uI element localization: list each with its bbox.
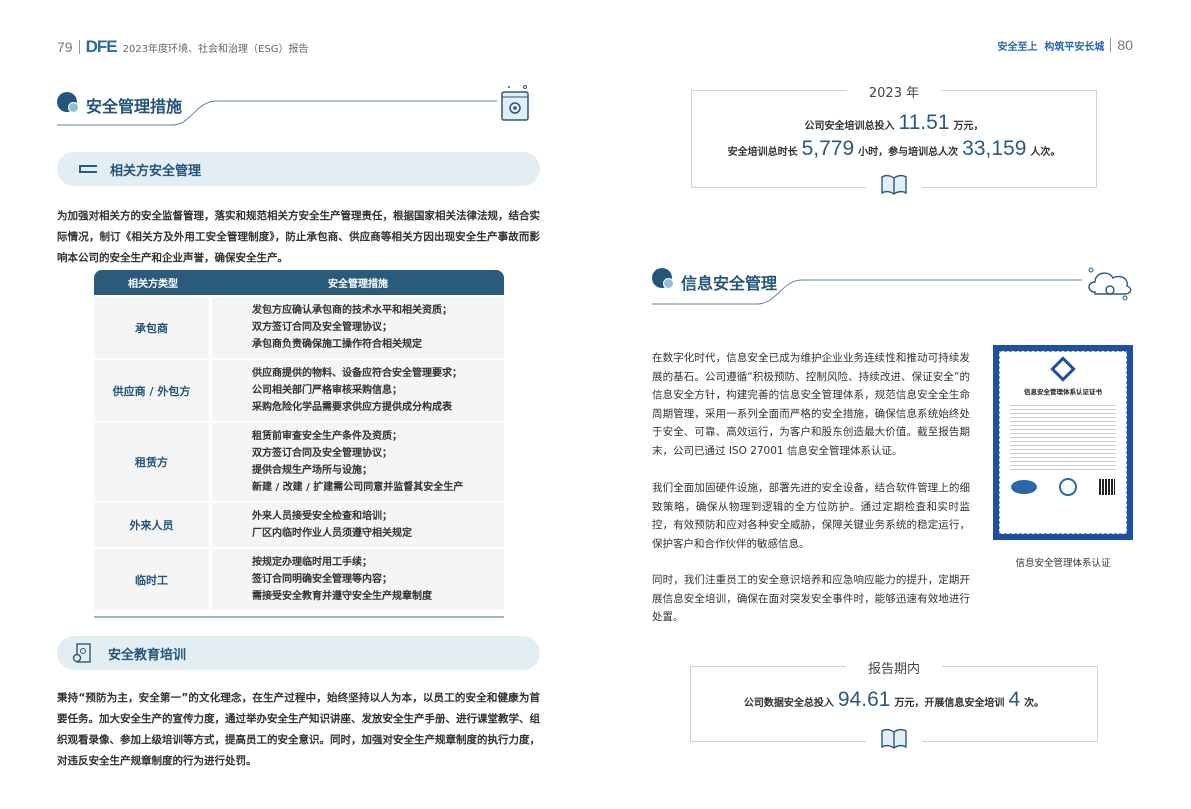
measure-item: 双方签订合同及安全管理协议；: [252, 448, 392, 459]
stat-label: 公司数据安全总投入: [743, 698, 834, 709]
subsection-header-training: 安全教育培训: [57, 636, 540, 670]
iaf-logo: [1011, 480, 1037, 494]
measure-item: 外来人员接受安全检查和培训；: [252, 511, 392, 522]
measure-item: 新建 / 改建 / 扩建需公司同意并监督其安全生产: [252, 482, 464, 493]
infosec-paragraph-1: 在数字化时代，信息安全已成为维护企业业务连续性和推动可持续发展的基石。公司遵循“…: [652, 352, 970, 457]
box-label: 报告期内: [845, 658, 943, 677]
stakeholder-type: 外来人员: [94, 503, 212, 547]
measure-item: 发包方应确认承包商的技术水平和相关资质；: [252, 305, 452, 316]
section-title: 信息安全管理: [681, 274, 778, 293]
measures-cell: 供应商提供的物料、设备应符合安全管理要求； 公司相关部门严格审核采购信息； 采购危险…: [212, 360, 504, 421]
table-row: 租赁方 租赁前审查安全生产条件及资质； 双方签订合同及安全管理协议； 提供合规生产场所…: [94, 423, 504, 501]
section-dot-icon: [57, 92, 79, 113]
qr-code: [1099, 479, 1115, 495]
measures-cell: 发包方应确认承包商的技术水平和相关资质； 双方签订合同及安全管理协议； 承包商负责确…: [212, 297, 504, 358]
table-header-type: 相关方类型: [94, 270, 212, 295]
section-title: 安全管理措施: [86, 97, 183, 116]
measure-item: 公司相关部门严格审核采购信息；: [252, 385, 402, 396]
subsection-header-stakeholders: 相关方安全管理: [57, 152, 540, 186]
measure-item: 双方签订合同及安全管理协议；: [252, 322, 392, 333]
measures-cell: 按规定办理临时用工手续； 签订合同明确安全管理等内容； 需接受安全教育并遵守安全生产…: [212, 549, 504, 610]
table-row: 外来人员 外来人员接受安全检查和培训； 厂区内临时作业人员须遵守相关规定: [94, 503, 504, 547]
training-attendance-value: 33,159: [962, 137, 1027, 160]
training-gear-icon: [72, 643, 91, 663]
training-investment-value: 11.51: [898, 111, 950, 134]
stat-label: 公司安全培训总投入: [804, 121, 895, 132]
measures-cell: 租赁前审查安全生产条件及资质； 双方签订合同及安全管理协议； 提供合规生产场所与设施…: [212, 423, 504, 501]
table-header-measures: 安全管理措施: [212, 270, 504, 295]
stat-unit: 万元，: [953, 121, 984, 132]
stakeholder-type: 供应商 / 外包方: [94, 360, 212, 421]
cnas-logo: [1059, 478, 1077, 496]
stat-label: 安全培训总时长: [727, 147, 798, 158]
right-page-header: 安全至上 构筑平安长城 80: [997, 37, 1133, 53]
section-underline: [652, 279, 1082, 305]
table-row: 承包商 发包方应确认承包商的技术水平和相关资质； 双方签订合同及安全管理协议； 承包商…: [94, 297, 504, 358]
infosec-training-count: 4: [1008, 688, 1021, 711]
company-logo: DFE: [85, 37, 118, 56]
page-number-left: 79: [57, 39, 73, 55]
stat-label: 万元，开展信息安全培训: [894, 698, 1005, 709]
measure-item: 承包商负责确保施工操作符合相关规定: [252, 339, 422, 350]
stakeholder-intro: 为加强对相关方的安全监督管理，落实和规范相关方安全生产管理责任，根据国家相关法律…: [57, 210, 540, 264]
measure-item: 租赁前审查安全生产条件及资质；: [252, 431, 402, 442]
book-icon: [866, 173, 922, 201]
data-security-investment-value: 94.61: [837, 688, 891, 711]
cert-caption: 信息安全管理体系认证: [1015, 558, 1111, 569]
stakeholder-measures-table: 相关方类型 安全管理措施 承包商 发包方应确认承包商的技术水平和相关资质； 双方签订…: [94, 268, 504, 612]
subsection-title: 安全教育培训: [108, 647, 187, 663]
measure-item: 签订合同明确安全管理等内容；: [252, 574, 392, 585]
section-dot-icon: [652, 268, 674, 289]
section-underline: [57, 100, 497, 126]
slogan: 安全至上 构筑平安长城: [997, 41, 1105, 53]
iso27001-certificate-image: 信息安全管理体系认证证书: [993, 345, 1133, 540]
measure-item: 提供合规生产场所与设施；: [252, 465, 372, 476]
stat-unit: 人次。: [1030, 147, 1061, 158]
stakeholder-icon: [79, 165, 97, 173]
box-label: 2023 年: [846, 82, 942, 101]
cert-logo-icon: [1050, 356, 1076, 382]
infosec-paragraph-3: 同时，我们注重员工的安全意识培养和应急响应能力的提升，定期开展信息安全培训，确保…: [652, 574, 970, 623]
measure-item: 供应商提供的物料、设备应符合安全管理要求；: [252, 368, 462, 379]
stat-label: 小时，参与培训总人次: [858, 147, 959, 158]
measures-cell: 外来人员接受安全检查和培训； 厂区内临时作业人员须遵守相关规定: [212, 503, 504, 547]
training-hours-value: 5,779: [801, 137, 855, 160]
cert-title: 信息安全管理体系认证证书: [1024, 388, 1102, 396]
table-row: 临时工 按规定办理临时用工手续； 签订合同明确安全管理等内容； 需接受安全教育并遵守安…: [94, 549, 504, 610]
report-title: 2023年度环境、社会和治理（ESG）报告: [122, 43, 309, 55]
infosec-paragraph-2: 我们全面加固硬件设施，部署先进的安全设备，结合软件管理上的细致策略，确保从物理到…: [652, 482, 970, 550]
stakeholder-type: 租赁方: [94, 423, 212, 501]
stakeholder-type: 承包商: [94, 297, 212, 358]
stat-unit: 次。: [1024, 698, 1045, 709]
settings-window-icon: [501, 85, 529, 121]
book-icon: [866, 727, 922, 755]
measure-item: 按规定办理临时用工手续；: [252, 557, 372, 568]
measure-item: 厂区内临时作业人员须遵守相关规定: [252, 528, 412, 539]
divider: [1110, 38, 1112, 52]
cert-body-text: [1010, 402, 1116, 472]
measure-item: 采购危险化学品需要求供应方提供成分构成表: [252, 402, 452, 413]
table-row: 供应商 / 外包方 供应商提供的物料、设备应符合安全管理要求； 公司相关部门严格审核…: [94, 360, 504, 421]
page-number-right: 80: [1117, 37, 1133, 53]
divider: [78, 40, 80, 54]
training-text: 秉持“预防为主，安全第一”的文化理念，在生产过程中，始终坚持以人为本，以员工的安…: [57, 692, 540, 767]
measure-item: 需接受安全教育并遵守安全生产规章制度: [252, 591, 432, 602]
table-bottom-rule: [94, 616, 504, 618]
left-page-header: 79 DFE 2023年度环境、社会和治理（ESG）报告: [57, 37, 308, 57]
subsection-title: 相关方安全管理: [110, 163, 202, 179]
stakeholder-type: 临时工: [94, 549, 212, 610]
cloud-settings-icon: [1088, 267, 1132, 301]
